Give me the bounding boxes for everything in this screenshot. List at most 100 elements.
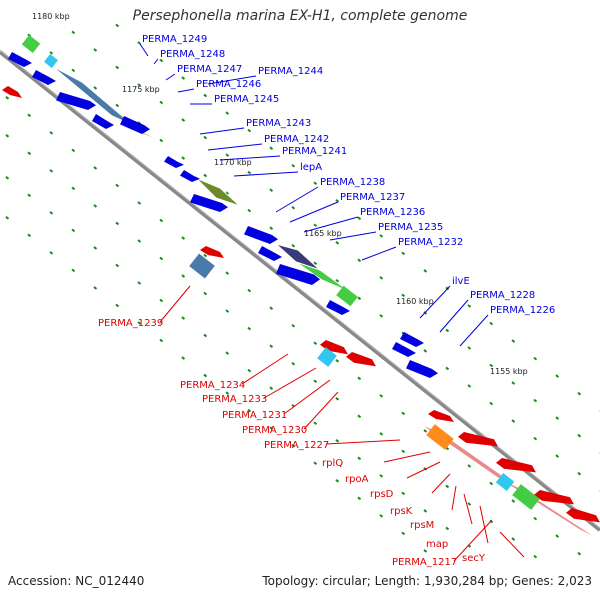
tick-mark	[225, 191, 230, 195]
tick-mark	[335, 279, 340, 283]
gene-label-reverse: secY	[462, 553, 486, 564]
tick-mark	[203, 291, 208, 296]
tick-mark	[423, 509, 428, 513]
genome-backbone	[0, 49, 600, 532]
tick-mark	[335, 439, 340, 443]
label-leader	[139, 43, 149, 57]
label-leader	[153, 58, 159, 65]
gene-label-forward: PERMA_1248	[160, 49, 225, 60]
tick-mark	[423, 349, 428, 353]
gene-band	[195, 177, 241, 207]
label-leader	[325, 439, 401, 445]
tick-mark	[247, 170, 252, 175]
label-leader	[419, 285, 451, 319]
tick-mark	[555, 374, 560, 378]
tick-mark	[27, 151, 32, 156]
gene-block	[317, 347, 337, 367]
tick-mark	[313, 181, 318, 186]
tick-mark	[489, 401, 494, 406]
gene-label-reverse: PERMA_1231	[222, 410, 287, 421]
reverse-gene-arrow	[346, 352, 376, 367]
gene-label-reverse: PERMA_1230	[242, 425, 307, 436]
forward-gene-arrow	[258, 246, 282, 261]
tick-mark	[423, 269, 428, 273]
tick-mark	[181, 236, 186, 240]
tick-mark	[291, 243, 296, 248]
tick-mark	[159, 58, 164, 63]
tick-mark	[533, 436, 538, 441]
tick-mark	[225, 351, 230, 355]
tick-mark	[533, 356, 538, 361]
gene-label-forward: PERMA_1236	[360, 207, 425, 218]
gene-label-forward: PERMA_1237	[340, 192, 405, 203]
gene-label-forward: PERMA_1228	[470, 290, 535, 301]
forward-gene-arrow	[406, 360, 438, 378]
label-leader	[177, 88, 195, 93]
gene-label-forward: PERMA_1245	[214, 94, 279, 105]
tick-mark	[159, 138, 164, 143]
tick-mark	[5, 96, 10, 100]
tick-mark	[93, 246, 98, 250]
tick-mark	[335, 479, 340, 483]
tick-mark	[159, 218, 164, 223]
tick-mark	[467, 502, 472, 506]
tick-mark	[181, 274, 186, 278]
tick-mark	[93, 166, 98, 170]
tick-mark	[401, 251, 406, 256]
tick-mark	[181, 76, 186, 80]
gene-block	[43, 53, 59, 69]
gene-label-forward: PERMA_1238	[320, 177, 385, 188]
reverse-gene-arrow	[534, 490, 574, 505]
tick-mark	[225, 309, 230, 313]
gene-label-forward: PERMA_1226	[490, 305, 555, 316]
tick-mark	[511, 381, 516, 385]
gene-block	[495, 472, 515, 492]
gene-block	[21, 34, 41, 54]
tick-mark	[577, 391, 582, 396]
tick-mark	[71, 68, 76, 73]
tick-mark	[291, 361, 296, 366]
forward-gene-arrow	[180, 170, 200, 182]
tick-mark	[225, 391, 230, 395]
tick-mark	[577, 551, 582, 556]
label-leader	[479, 505, 489, 544]
topology-text: Topology: circular; Length: 1,930,284 bp…	[262, 574, 592, 588]
tick-mark	[379, 432, 384, 436]
gene-labels: PERMA_1249PERMA_1248PERMA_1247PERMA_1246…	[98, 34, 555, 568]
tick-mark	[137, 281, 142, 285]
label-leader	[453, 519, 493, 562]
tick-mark	[181, 118, 186, 122]
label-leader	[431, 473, 451, 494]
tick-mark	[71, 268, 76, 273]
forward-gene-arrow	[392, 342, 416, 357]
label-leaders	[139, 43, 525, 562]
tick-mark	[291, 163, 296, 168]
tick-mark	[467, 384, 472, 388]
tick-mark	[137, 83, 142, 87]
tick-mark	[115, 183, 120, 188]
gene-label-reverse: rpoA	[345, 474, 369, 485]
tick-mark	[401, 531, 406, 536]
tick-mark	[115, 23, 120, 28]
forward-gene-arrow	[326, 300, 350, 315]
label-leader	[383, 451, 431, 463]
forward-gene-arrow	[400, 332, 424, 347]
tick-mark	[423, 549, 428, 553]
label-leader	[499, 531, 525, 558]
tick-mark	[555, 416, 560, 420]
tick-mark	[357, 496, 362, 501]
tick-mark	[357, 296, 362, 301]
tick-mark	[93, 86, 98, 90]
tick-mark	[577, 471, 582, 476]
reverse-gene-arrow	[200, 246, 224, 258]
backbone-highlight	[0, 49, 600, 529]
label-leader	[439, 299, 469, 333]
tick-mark	[203, 253, 208, 258]
tick-mark	[379, 514, 384, 518]
reverse-gene-arrow	[428, 410, 454, 422]
tick-mark	[533, 516, 538, 521]
tick-mark	[313, 379, 318, 384]
tick-mark	[181, 356, 186, 360]
label-leader	[406, 461, 441, 479]
